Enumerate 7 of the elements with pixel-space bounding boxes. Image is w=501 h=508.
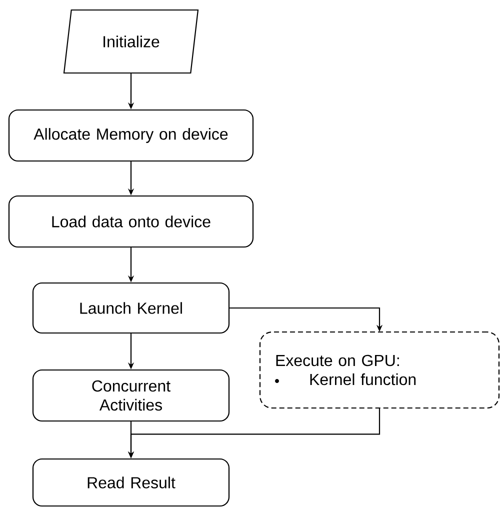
process-box: Allocate Memory on device <box>8 109 254 162</box>
process-box: Read Result <box>32 458 230 507</box>
process-box: Launch Kernel <box>32 282 230 334</box>
process-box: Load data onto device <box>8 195 254 248</box>
input-parallelogram: Initialize <box>63 9 199 74</box>
dashed-process-box: Execute on GPU: Kernel function <box>259 331 500 409</box>
process-box: Concurrent Activities <box>32 369 230 422</box>
